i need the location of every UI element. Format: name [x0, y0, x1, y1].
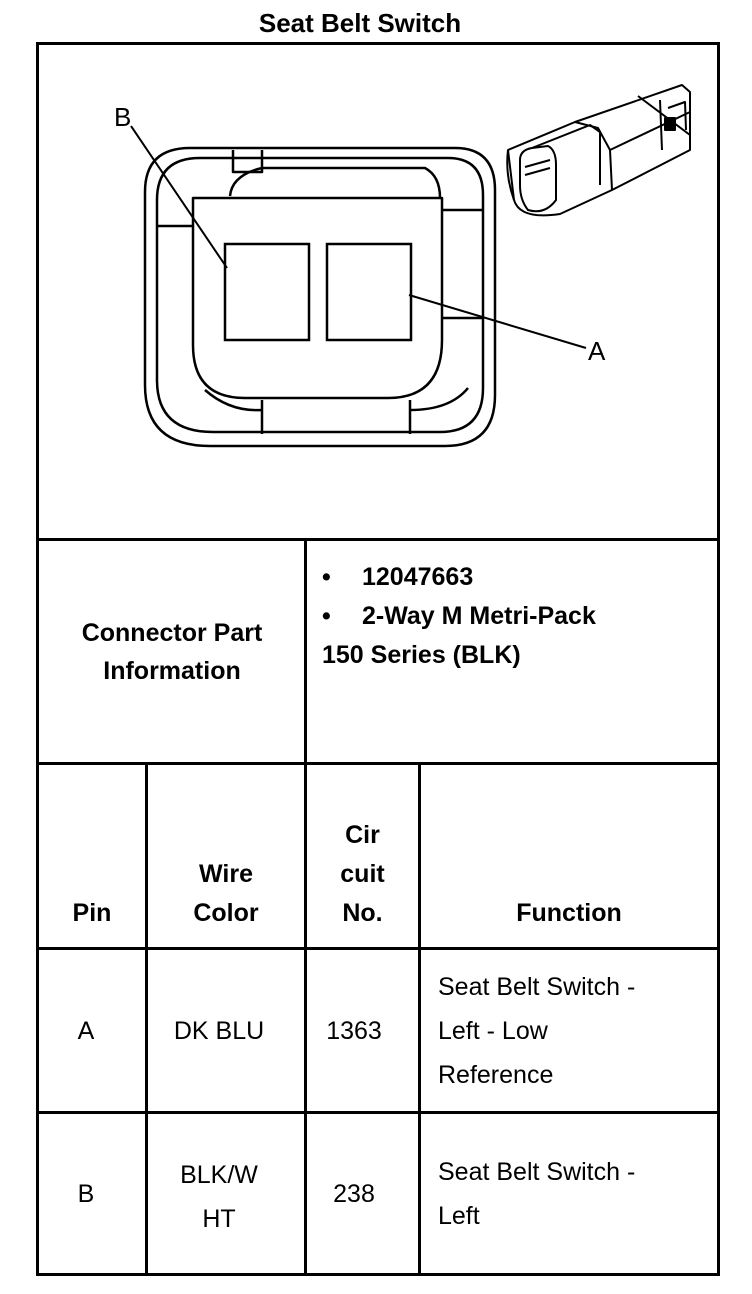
- part-number: 12047663: [362, 563, 474, 591]
- row-b-pin: B: [39, 1114, 133, 1273]
- label-a: A: [588, 336, 606, 366]
- connector-info-values: • 12047663 • 2-Way M Metri-Pack 150 Series…: [322, 558, 712, 675]
- rule-after-header: [36, 947, 720, 950]
- row-a-wire-color-text: DK BLU: [173, 1016, 265, 1045]
- row-a-function-line2: Left - Low: [438, 1016, 548, 1045]
- rule-col-wire: [304, 762, 307, 1276]
- header-circuit: Cir cuit No.: [307, 765, 418, 947]
- bullet: •: [322, 563, 331, 591]
- header-function: Function: [421, 765, 717, 947]
- housing-bottom-tab: [260, 400, 412, 434]
- rule-after-connector-info: [36, 762, 720, 765]
- description-line2: 150 Series (BLK): [322, 641, 521, 669]
- header-function-text: Function: [516, 899, 622, 927]
- connector-illustration: [506, 84, 691, 217]
- bullet: •: [322, 602, 331, 630]
- header-wire-color: Wire Color: [148, 765, 304, 947]
- row-b-wire-color-line2: HT: [202, 1204, 236, 1233]
- row-a-pin: A: [39, 950, 133, 1111]
- row-b-circuit-text: 238: [333, 1179, 375, 1208]
- header-circuit-line3: No.: [342, 899, 383, 927]
- row-a-circuit-text: 1363: [326, 1016, 382, 1045]
- page-title: Seat Belt Switch: [258, 8, 462, 38]
- terminal-a: [325, 242, 413, 342]
- row-b-function: Seat Belt Switch - Left: [421, 1114, 717, 1273]
- row-a-function: Seat Belt Switch - Left - Low Reference: [421, 950, 717, 1111]
- row-a-wire-color: DK BLU: [148, 950, 290, 1111]
- row-b-circuit: 238: [307, 1114, 401, 1273]
- row-a-function-line1: Seat Belt Switch -: [438, 972, 636, 1001]
- row-b-pin-text: B: [77, 1179, 95, 1208]
- row-a-pin-text: A: [77, 1016, 95, 1045]
- label-b: B: [114, 102, 131, 132]
- rule-after-diagram: [36, 538, 720, 541]
- terminal-b: [223, 242, 311, 342]
- row-a-function-line3: Reference: [438, 1060, 554, 1089]
- rule-after-row-a: [36, 1111, 720, 1114]
- row-b-function-line2: Left: [438, 1202, 480, 1230]
- rule-info-divider: [304, 538, 307, 765]
- connector-info-label: Connector Part Information: [39, 542, 305, 762]
- part-number-item: • 12047663: [322, 558, 712, 597]
- description-line1: 2-Way M Metri-Pack: [362, 602, 596, 630]
- row-a-circuit: 1363: [307, 950, 401, 1111]
- connector-frame: [36, 42, 720, 1276]
- header-circuit-line2: cuit: [340, 860, 385, 888]
- housing-top-inner: [228, 166, 442, 199]
- rule-col-circuit: [418, 762, 421, 1276]
- header-wire-color-line1: Wire: [199, 860, 253, 888]
- row-b-function-line1: Seat Belt Switch -: [438, 1158, 636, 1186]
- header-wire-color-line2: Color: [193, 899, 259, 927]
- connector-info-label-line1: Connector Part: [81, 619, 263, 647]
- housing-outer: [143, 146, 497, 448]
- header-circuit-line1: Cir: [345, 821, 380, 849]
- description-item: • 2-Way M Metri-Pack: [322, 597, 712, 636]
- connector-face: [191, 196, 444, 400]
- leader-line-b: [130, 125, 228, 269]
- row-b-wire-color-line1: BLK/W: [180, 1160, 258, 1189]
- connector-info-label-line2: Information: [103, 657, 241, 685]
- header-pin: Pin: [39, 765, 145, 947]
- rule-col-pin: [145, 762, 148, 1276]
- leader-line-a: [408, 294, 587, 349]
- housing-inner-ring: [155, 156, 485, 434]
- row-b-wire-color: BLK/W HT: [148, 1114, 290, 1273]
- header-pin-text: Pin: [72, 899, 112, 927]
- connector-diagram: B A: [114, 84, 691, 448]
